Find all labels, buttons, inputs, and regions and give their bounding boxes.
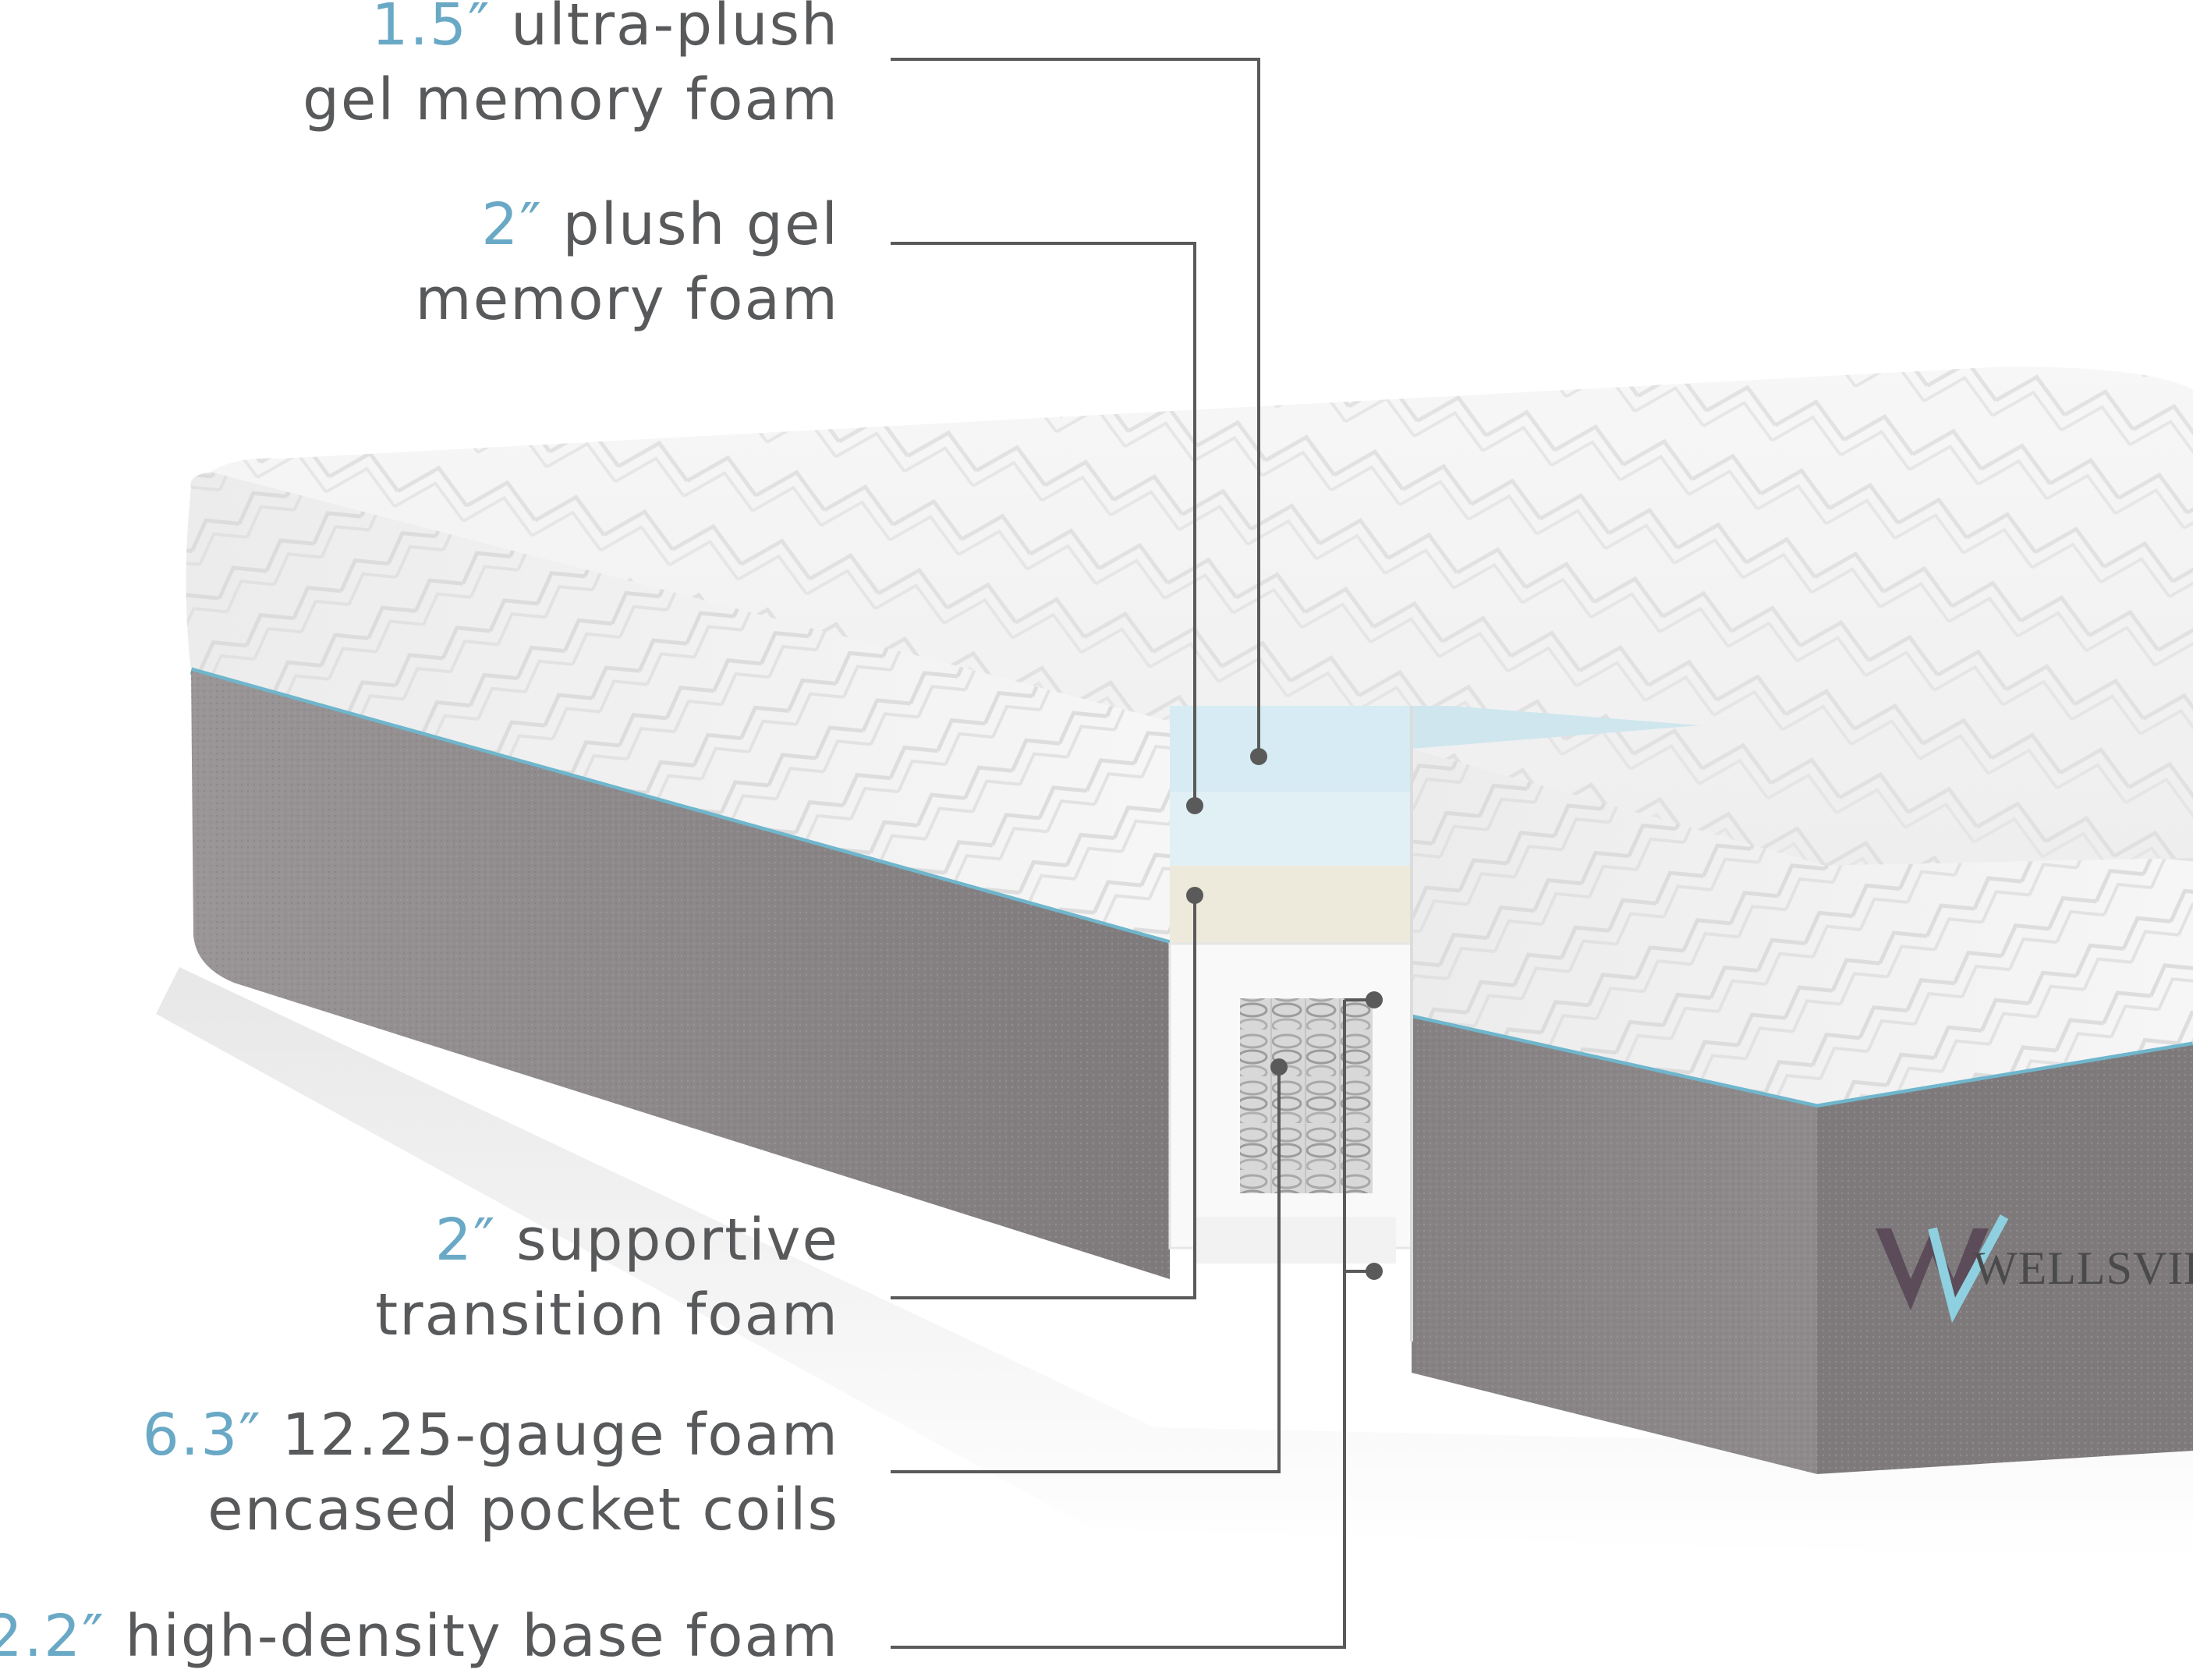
- leader-dot-1: [1250, 748, 1267, 765]
- cutaway-gel-layer-second: [1170, 792, 1412, 866]
- callout-base-foam: 2.2″ high-density base foam: [0, 1599, 839, 1674]
- brand-logo-icon: [1876, 1214, 2009, 1324]
- callout-2-line2: memory foam: [415, 266, 839, 333]
- leader-line-3: [891, 895, 1196, 1299]
- callout-1-line2: gel memory foam: [302, 66, 839, 133]
- leader-dots: [1186, 748, 1383, 1280]
- leader-dot-5a: [1366, 991, 1383, 1008]
- callout-4-line2: encased pocket coils: [207, 1476, 839, 1544]
- leader-dot-3: [1186, 887, 1203, 904]
- callout-4-line1: 12.25-gauge foam: [261, 1402, 839, 1469]
- callout-3-line1: supportive: [496, 1207, 839, 1274]
- callout-3-measure: 2″: [434, 1207, 497, 1274]
- brand-name: WELLSVIL: [1973, 1242, 2193, 1294]
- cutaway-base-foam-bottom: [1193, 1217, 1396, 1264]
- mattress-top-quilting: [211, 367, 2193, 866]
- mattress-left-cover-quilting: [186, 472, 1170, 944]
- callout-transition-foam: 2″ supportive transition foam: [375, 1203, 839, 1352]
- callout-2-measure: 2″: [481, 191, 543, 258]
- callout-5-measure: 2.2″: [0, 1603, 105, 1670]
- callout-2-line1: plush gel: [543, 191, 839, 258]
- leader-line-2: [891, 242, 1196, 806]
- leader-line-5: [891, 1000, 1346, 1649]
- callout-plush-gel-memory-foam: 2″ plush gel memory foam: [416, 187, 839, 337]
- callout-5-line1: high-density base foam: [105, 1603, 839, 1670]
- mattress-right-cover-quilting: [1412, 749, 2193, 1108]
- callout-4-measure: 6.3″: [142, 1402, 262, 1469]
- leader-lines: [891, 58, 1374, 1649]
- callout-3-line2: transition foam: [375, 1281, 839, 1349]
- leader-line-4: [891, 1067, 1281, 1473]
- callout-gel-memory-foam-top: 1.5″ ultra-plush gel memory foam: [303, 0, 839, 137]
- floor-shadow: [156, 967, 2193, 1560]
- leader-dot-4: [1270, 1058, 1288, 1076]
- callout-1-measure: 1.5″: [371, 0, 491, 58]
- callout-pocket-coils: 6.3″ 12.25-gauge foam encased pocket coi…: [143, 1398, 839, 1547]
- leader-dot-2: [1186, 797, 1203, 814]
- callout-1-line1: ultra-plush: [491, 0, 839, 58]
- leader-line-1: [891, 58, 1260, 757]
- cutaway-pocket-coils: [1240, 998, 1373, 1193]
- cutaway-gel-layer-top: [1170, 706, 1412, 792]
- leader-dot-5b: [1366, 1263, 1383, 1280]
- cutaway-transition-layer: [1170, 866, 1412, 944]
